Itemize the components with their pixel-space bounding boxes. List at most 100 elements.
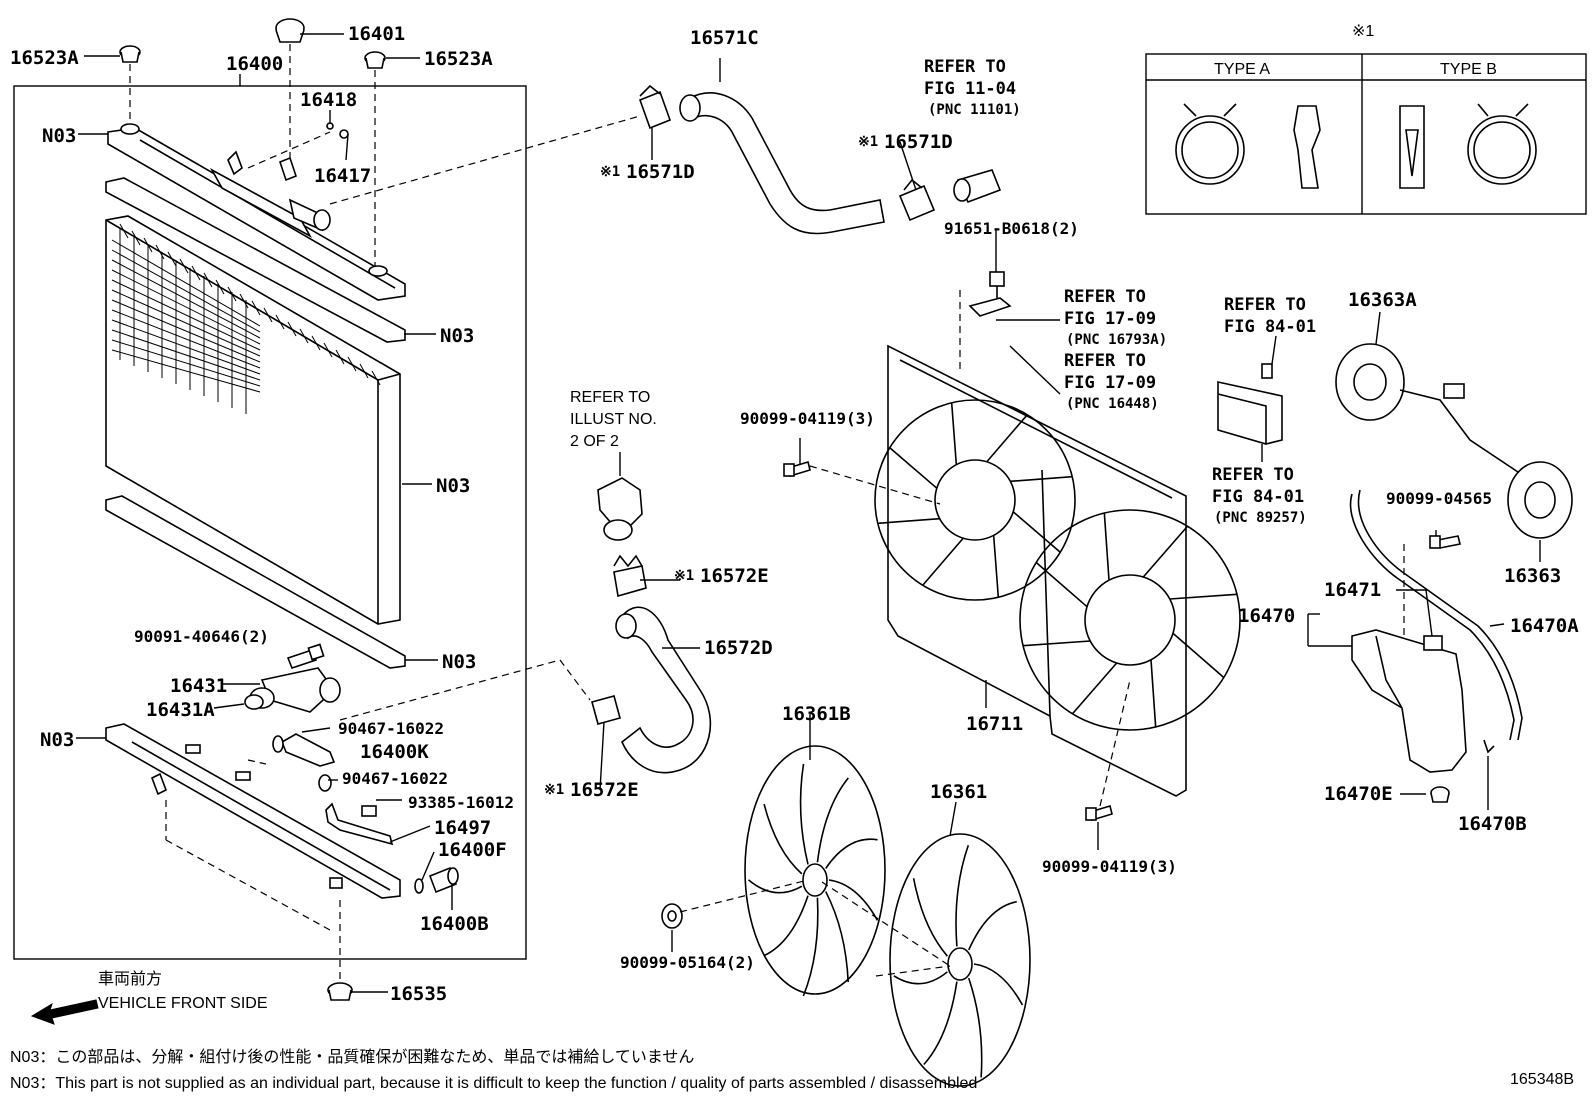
type-b-clamp <box>1399 103 1537 189</box>
type-a-heading: TYPE A <box>1214 61 1270 78</box>
fan-motor-16363 <box>1507 461 1573 539</box>
ref-84-01a-line2: FIG 84-01 <box>1224 317 1316 337</box>
label-N03-upper-gasket: N03 <box>440 325 474 347</box>
label-90467-16022-b: 90467-16022 <box>342 769 448 788</box>
ref-84-01a-line1: REFER TO <box>1224 295 1306 315</box>
radiator-cap <box>275 18 305 43</box>
clip-16470B <box>1483 739 1495 754</box>
label-90099-05164: 90099-05164(2) <box>620 953 755 972</box>
mark-16571D-b: ※1 <box>858 134 878 150</box>
label-16523A-left: 16523A <box>10 47 79 69</box>
fan-16361 <box>889 833 1031 1087</box>
nut-90099-05164 <box>661 903 683 929</box>
ref-17-09a-line2: FIG 17-09 <box>1064 309 1156 329</box>
ref-84-01b-line3: (PNC 89257) <box>1214 510 1307 526</box>
type-a-clamp <box>1175 103 1321 189</box>
label-16400: 16400 <box>226 53 283 75</box>
ref-84-01b-line2: FIG 84-01 <box>1212 487 1304 507</box>
radiator-assembly-frame <box>13 85 527 960</box>
label-90091-40646: 90091-40646(2) <box>134 627 269 646</box>
upper-hose-16571C <box>679 92 885 235</box>
reservoir-cap-16470E <box>1430 786 1450 803</box>
ref-17-09a-line1: REFER TO <box>1064 287 1146 307</box>
pipe-16431 <box>244 667 341 713</box>
reservoir-tank-16470 <box>1351 629 1467 773</box>
ref-17-09b-line3: (PNC 16448) <box>1066 396 1159 412</box>
mark-16571D-a: ※1 <box>600 164 620 180</box>
insulator-11101 <box>953 169 1002 204</box>
clamp-16572E-upper <box>613 554 647 598</box>
label-16535: 16535 <box>390 983 447 1005</box>
bolt-90099-04565 <box>1429 535 1461 549</box>
label-16361: 16361 <box>930 781 987 803</box>
label-16471: 16471 <box>1324 579 1381 601</box>
upper-gasket <box>105 177 406 343</box>
ref-17-09a-line3: (PNC 16793A) <box>1066 332 1167 348</box>
left-grommet <box>119 45 141 63</box>
fan-16361B <box>744 745 886 997</box>
radiator-core <box>105 215 401 625</box>
label-16572E-b: 16572E <box>570 779 639 801</box>
ref-illust-line2: ILLUST NO. <box>570 411 657 428</box>
ref-11-04-line1: REFER TO <box>924 57 1006 77</box>
note-jp: N03：この部品は、分解・組付け後の性能・品質確保が困難なため、単品では補給して… <box>10 1048 694 1066</box>
dashed-lines <box>129 44 1405 982</box>
label-16361B: 16361B <box>782 703 851 725</box>
label-N03-lower-tank: N03 <box>40 729 74 751</box>
type-box-mark: ※1 <box>1352 23 1374 40</box>
type-b-heading: TYPE B <box>1440 61 1497 78</box>
label-16571C: 16571C <box>690 27 759 49</box>
label-90467-16022-a: 90467-16022 <box>338 719 444 738</box>
radiator-upper-tank <box>107 123 406 301</box>
ref-11-04-line2: FIG 11-04 <box>924 79 1016 99</box>
label-16470: 16470 <box>1238 605 1295 627</box>
ref-11-04-line3: (PNC 11101) <box>928 102 1021 118</box>
right-grommet <box>364 51 386 69</box>
label-90099-04119-upper: 90099-04119(3) <box>740 409 875 428</box>
bolt-90091 <box>286 643 325 669</box>
label-16523A-right: 16523A <box>424 48 493 70</box>
label-16470B: 16470B <box>1458 813 1527 835</box>
mark-16572E-a: ※1 <box>674 568 694 584</box>
label-16400B: 16400B <box>420 913 489 935</box>
front-arrow-icon <box>30 999 99 1025</box>
label-16571D-a: 16571D <box>626 161 695 183</box>
label-16431A: 16431A <box>146 699 215 721</box>
clamp-16571D-left <box>638 84 672 130</box>
ref-17-09b-line2: FIG 17-09 <box>1064 373 1156 393</box>
label-16401: 16401 <box>348 23 405 45</box>
label-16400K: 16400K <box>360 741 429 763</box>
clamp-16571D-right <box>898 178 936 222</box>
label-16431: 16431 <box>170 675 227 697</box>
lower-hose-16572D <box>615 606 712 774</box>
plug-16417 <box>339 129 349 139</box>
label-16363A: 16363A <box>1348 289 1417 311</box>
direction-jp: 車両前方 <box>98 970 162 988</box>
mark-16572E-b: ※1 <box>544 782 564 798</box>
ref-17-09b-line1: REFER TO <box>1064 351 1146 371</box>
part-labels: 16523A 16401 16523A 16400 16418 16417 N0… <box>10 23 1579 1005</box>
label-16417: 16417 <box>314 165 371 187</box>
label-16572E-a: 16572E <box>700 565 769 587</box>
fan-motor-16363A <box>1335 343 1531 481</box>
bolt-91651 <box>989 271 1005 298</box>
label-16470E: 16470E <box>1324 783 1393 805</box>
label-16470A: 16470A <box>1510 615 1579 637</box>
leader-lines <box>76 33 1541 993</box>
lower-gasket <box>105 495 406 669</box>
note-en: N03：This part is not supplied as an indi… <box>10 1075 977 1092</box>
hose-16400K <box>272 733 336 792</box>
type-reference-box <box>1145 53 1587 215</box>
direction-en: VEHICLE FRONT SIDE <box>98 995 268 1012</box>
label-16363: 16363 <box>1504 565 1561 587</box>
label-91651-B0618: 91651-B0618(2) <box>944 219 1079 238</box>
label-16711: 16711 <box>966 713 1023 735</box>
radiator-lower-tank <box>105 723 401 899</box>
label-N03-lower-gasket: N03 <box>442 651 476 673</box>
vehicle-front-indicator: 車両前方 VEHICLE FRONT SIDE <box>30 970 268 1025</box>
label-90099-04119-lower: 90099-04119(3) <box>1042 857 1177 876</box>
label-16571D-b: 16571D <box>884 131 953 153</box>
clamp-16572E-lower <box>591 695 621 725</box>
bracket-16497 <box>325 802 394 846</box>
